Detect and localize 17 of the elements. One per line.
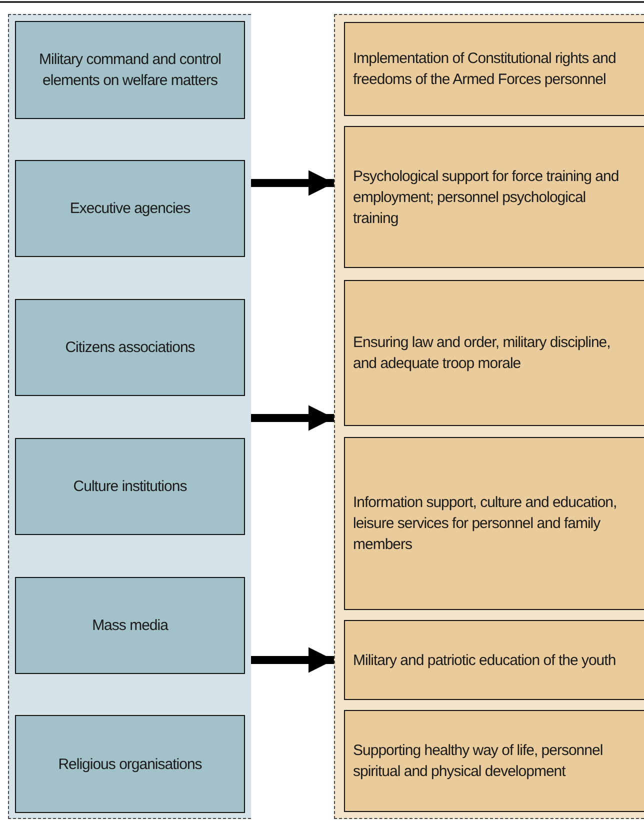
process-box: Executive agencies: [15, 160, 245, 257]
task-box: Implementation of Constitutional rights and freedoms of the Armed Forces personnel: [344, 22, 644, 116]
task-box: Ensuring law and order, military discipline, and adequate troop morale: [344, 280, 644, 426]
right-group-panel: [334, 14, 644, 819]
task-box: Psychological support for force training and employment; personnel psychological training: [344, 126, 644, 268]
arrow: [251, 170, 334, 196]
process-box: Culture institutions: [15, 438, 245, 535]
process-box: Religious organisations: [15, 715, 245, 813]
task-box: Military and patriotic education of the youth: [344, 620, 644, 700]
arrow: [251, 405, 334, 431]
arrow: [251, 647, 334, 673]
process-box: Mass media: [15, 577, 245, 674]
task-box: Supporting healthy way of life, personnel spiritual and physical development: [344, 710, 644, 812]
task-box: Information support, culture and education, leisure services for personnel and family members: [344, 437, 644, 610]
process-box: Citizens associations: [15, 299, 245, 396]
process-box: Military command and control elements on welfare matters: [15, 21, 245, 119]
left-group-panel: [8, 14, 251, 819]
